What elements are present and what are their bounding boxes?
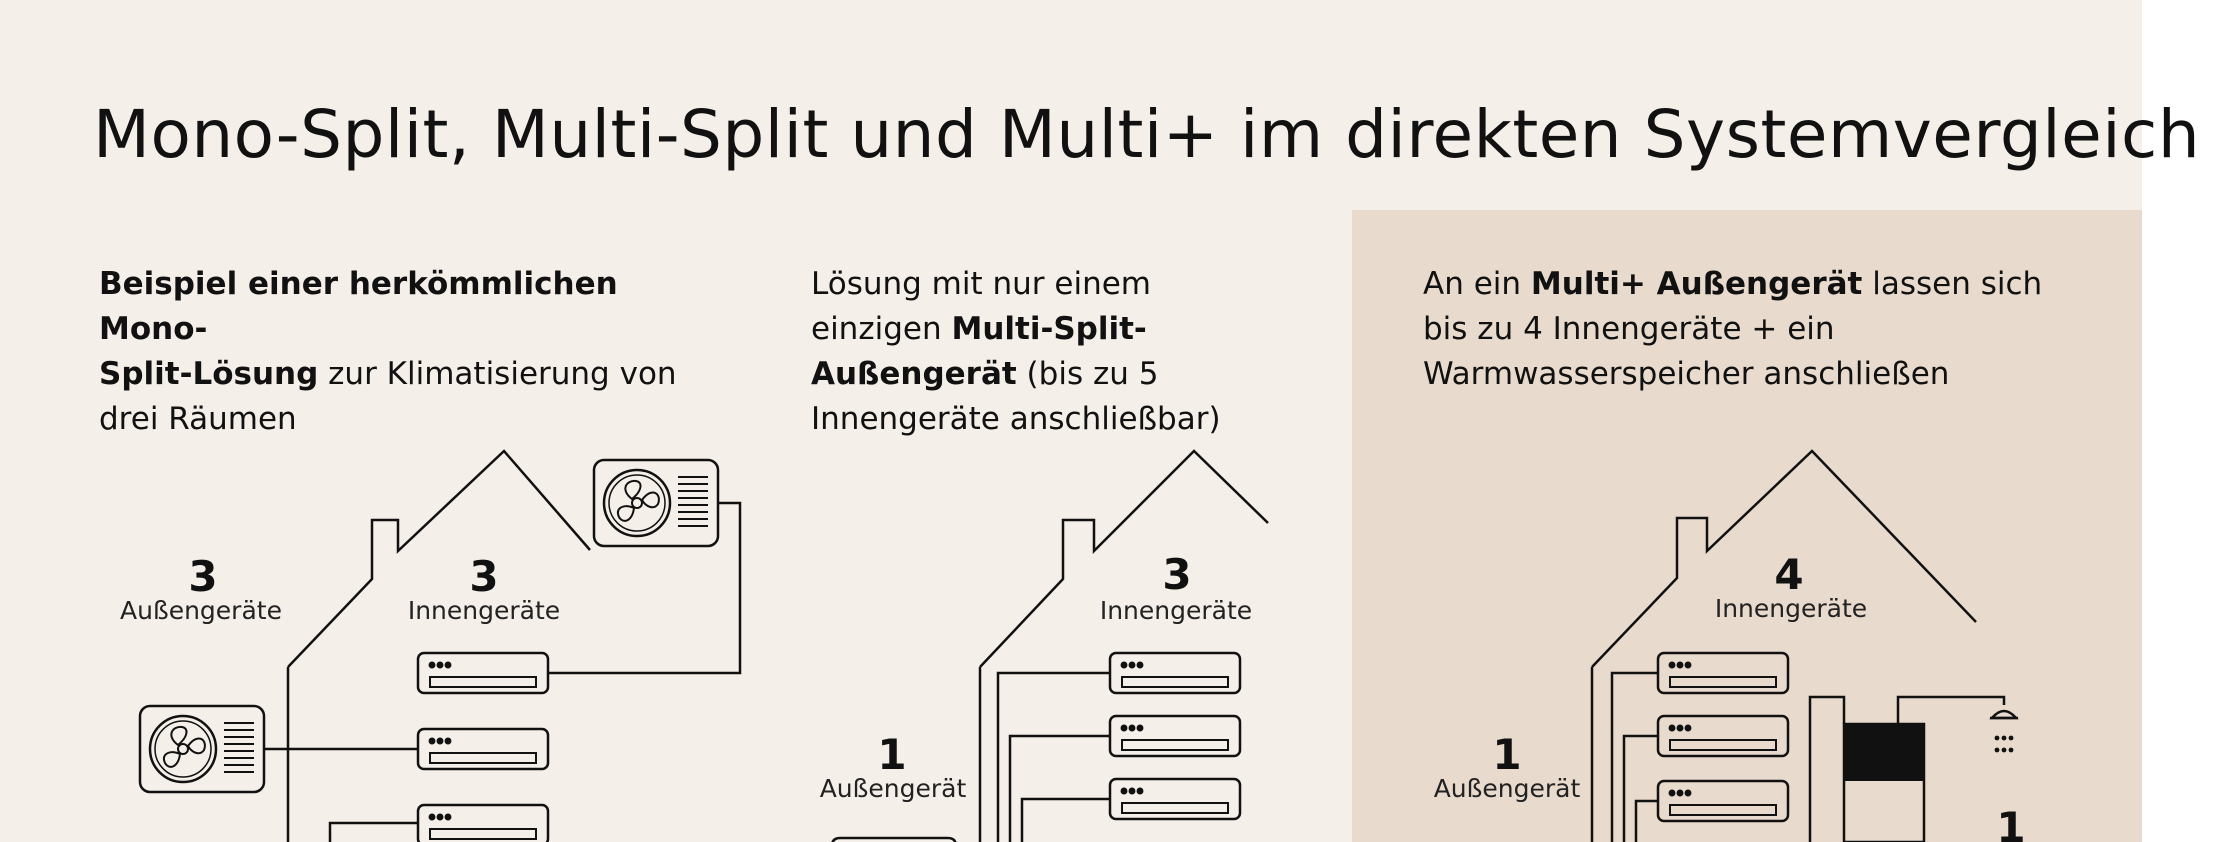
fan-outdoor-unit-icon [592, 458, 720, 548]
indoor-ac-unit-icon [416, 727, 550, 771]
mono-split-description: Beispiel einer herkömmlichen Mono- Split… [99, 262, 699, 442]
indoor-ac-unit-icon [1108, 714, 1242, 758]
storage-line [1808, 695, 1846, 842]
refrigerant-line [328, 821, 418, 842]
refrigerant-line [1634, 799, 1658, 842]
shower-head-icon [1989, 709, 2019, 720]
tank-top-fill [1844, 724, 1924, 781]
mono-split-indoor-label: Innengeräte [408, 596, 560, 625]
refrigerant-line [1020, 797, 1110, 842]
multi-split-outdoor-count: 1 [877, 730, 906, 779]
mono-split-desc-bold-1: Beispiel einer herkömmlichen Mono- [99, 266, 618, 347]
refrigerant-line [996, 671, 1110, 842]
multi-split-indoor-label: Innengeräte [1100, 596, 1252, 625]
multi-plus-desc-post: lassen sich bis zu 4 Innengeräte + ein W… [1423, 266, 2043, 392]
mono-split-house-outline [286, 449, 591, 842]
refrigerant-line [548, 501, 742, 675]
multi-plus-desc-bold: Multi+ Außengerät [1530, 266, 1863, 302]
indoor-ac-unit-icon [1656, 651, 1790, 695]
page-title: Mono-Split, Multi-Split und Multi+ im di… [93, 96, 2201, 174]
mono-split-outdoor-label: Außengeräte [120, 596, 282, 625]
multi-plus-house-outline [1590, 449, 1977, 842]
multi-split-house-outline [978, 449, 1269, 842]
indoor-ac-unit-icon [1656, 714, 1790, 758]
multi-split-indoor-count: 3 [1162, 550, 1191, 599]
refrigerant-line [1622, 734, 1658, 842]
mono-split-indoor-count: 3 [469, 552, 498, 601]
indoor-ac-unit-icon [1108, 651, 1242, 695]
multi-split-desc-pre: Lösung mit nur einem einzigen [811, 266, 1151, 347]
hot-water-line [1896, 695, 2006, 724]
indoor-ac-unit-icon [1108, 777, 1242, 821]
multi-plus-indoor-label: Innengeräte [1715, 594, 1867, 623]
multi-plus-outdoor-label: Außengerät [1434, 774, 1581, 803]
multi-split-description: Lösung mit nur einem einzigen Multi-Spli… [811, 262, 1291, 442]
fan-outdoor-unit-icon [138, 704, 266, 794]
multi-plus-indoor-count: 4 [1774, 550, 1803, 599]
multi-split-desc-post: (bis zu 5 Innengeräte anschließbar) [811, 356, 1221, 437]
indoor-ac-unit-icon [1656, 779, 1790, 823]
storage-count: 1 [1996, 803, 2025, 842]
multi-plus-desc-pre: An ein [1423, 266, 1531, 302]
refrigerant-line [1610, 671, 1658, 842]
multi-plus-description: An ein Multi+ Außengerät lassen sich bis… [1423, 262, 2053, 397]
multi-plus-outdoor-count: 1 [1492, 730, 1521, 779]
mono-split-desc-bold-2: Split-Lösung [99, 356, 319, 392]
indoor-ac-unit-icon [416, 651, 550, 695]
outdoor-unit-top [830, 836, 957, 842]
mono-split-desc-text: zur Klimatisierung von drei Räumen [99, 356, 677, 437]
mono-split-outdoor-count: 3 [188, 552, 217, 601]
multi-split-outdoor-label: Außengerät [820, 774, 967, 803]
refrigerant-line [1008, 734, 1110, 842]
multi-split-desc-bold: Multi-Split-Außengerät [811, 311, 1147, 392]
indoor-ac-unit-icon [416, 803, 550, 842]
shower-drops [1994, 735, 2014, 753]
